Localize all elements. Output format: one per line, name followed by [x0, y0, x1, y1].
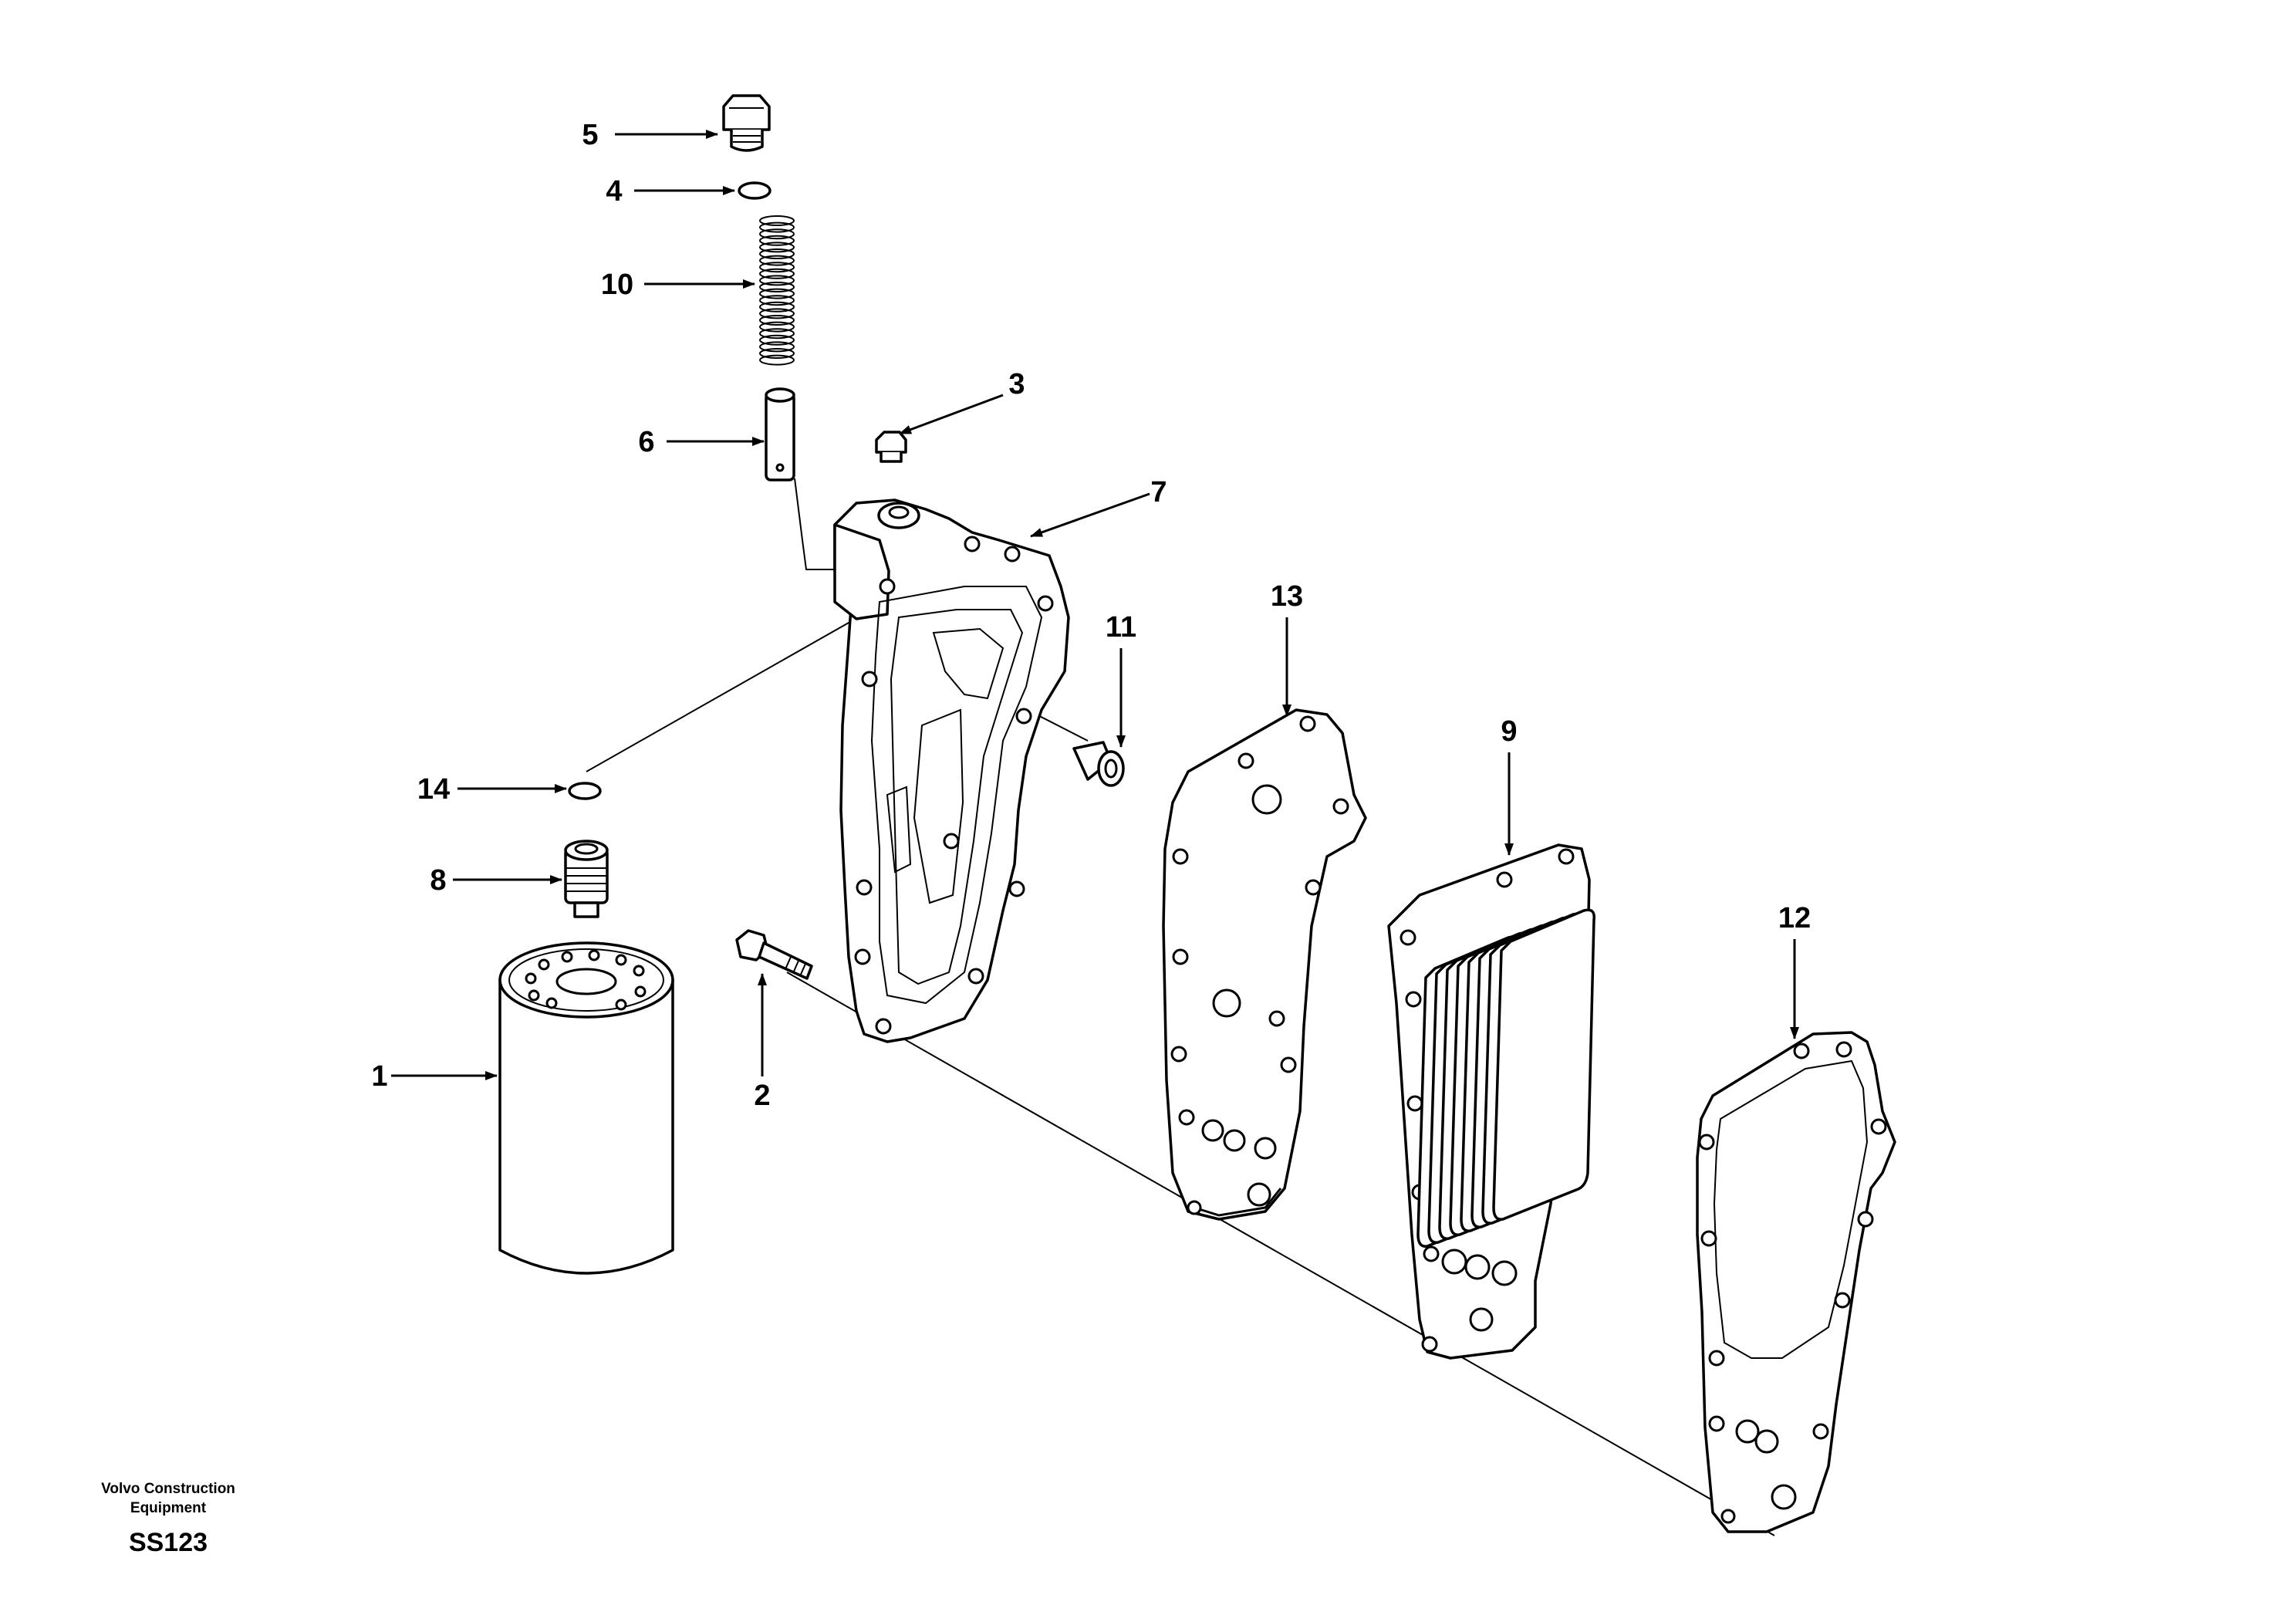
callout-1: 1: [371, 1060, 387, 1093]
gasket-part-12[interactable]: [1696, 1031, 1896, 1533]
callout-11: 11: [1106, 611, 1136, 644]
callout-7: 7: [1150, 476, 1167, 509]
spring-coil: [759, 255, 795, 266]
callout-3: 3: [1008, 368, 1025, 400]
callout-9: 9: [1501, 715, 1517, 748]
bolt-part-2[interactable]: [735, 929, 813, 980]
spring-coil: [759, 348, 795, 359]
callout-13: 13: [1271, 580, 1303, 613]
spring-coil: [759, 248, 795, 259]
callout-12: 12: [1778, 902, 1811, 934]
callout-14: 14: [417, 773, 450, 806]
oil-filter-part-1[interactable]: [498, 941, 674, 1275]
spring-coil: [759, 262, 795, 273]
spring-coil: [759, 321, 795, 333]
spring-coil: [759, 301, 795, 313]
spring-coil: [759, 242, 795, 253]
spring-coil: [759, 228, 795, 240]
footer-drawing-code: SS123: [129, 1528, 208, 1557]
spring-coil: [759, 282, 795, 292]
footer-company-line1: Volvo Construction: [101, 1481, 235, 1497]
o-ring-part-14[interactable]: [568, 782, 602, 800]
plug-part-5[interactable]: [722, 94, 771, 152]
callout-leaders: [391, 130, 1799, 1080]
callout-8: 8: [430, 864, 446, 897]
cooler-housing-part-7[interactable]: [833, 498, 1070, 1043]
callout-4: 4: [606, 175, 622, 208]
cooler-plate: [1492, 908, 1595, 1221]
spring-coil: [759, 308, 795, 319]
spring-coil: [759, 341, 795, 353]
fitting-part-11[interactable]: [1072, 741, 1125, 787]
spring-coil: [759, 288, 795, 299]
spring-coil: [759, 315, 795, 326]
spring-coil: [759, 328, 795, 340]
spring-coil: [759, 275, 795, 286]
threaded-nipple-part-8[interactable]: [564, 840, 609, 918]
spring-coil: [759, 295, 795, 306]
callout-10: 10: [601, 269, 633, 301]
spring-coil: [759, 268, 795, 279]
spring-coil: [759, 221, 795, 233]
footer-company-line2: Equipment: [130, 1500, 207, 1516]
o-ring-part-4[interactable]: [738, 181, 772, 200]
small-plug-part-3[interactable]: [875, 431, 907, 463]
spring-coil: [759, 334, 795, 346]
callout-6: 6: [638, 426, 654, 458]
spring-coil: [759, 215, 795, 226]
piston-part-6[interactable]: [765, 387, 795, 482]
spring-coil: [759, 354, 795, 366]
callout-2: 2: [754, 1080, 770, 1112]
spring-coil: [759, 235, 795, 246]
callout-5: 5: [582, 119, 598, 151]
spring-part-10[interactable]: [759, 215, 795, 366]
oil-cooler-part-9[interactable]: [1387, 843, 1595, 1360]
gasket-part-13[interactable]: [1162, 708, 1367, 1221]
